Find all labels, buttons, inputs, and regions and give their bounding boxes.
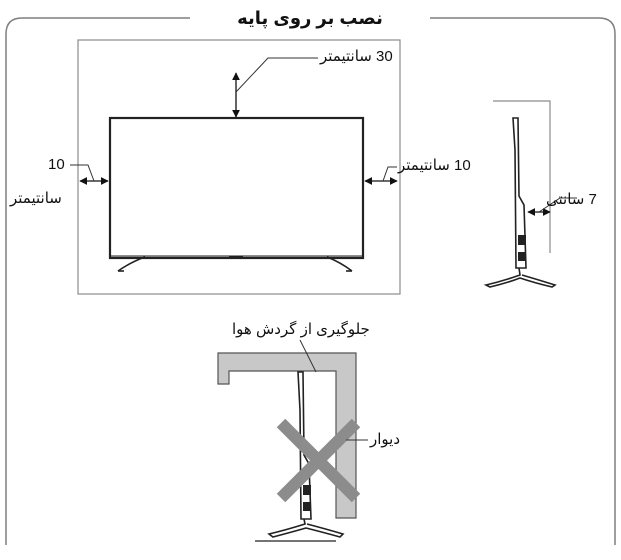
tv-side-view-enclosed — [267, 371, 345, 538]
leader-airflow — [299, 339, 317, 373]
left-clearance-unit: سانتیمتر — [10, 190, 62, 207]
airflow-blocked-label: جلوگیری از گردش هوا — [232, 321, 370, 338]
tv-front-view — [108, 116, 365, 260]
top-clearance-label: 30 سانتیمتر — [320, 48, 393, 65]
page-title: نصب بر روی پایه — [237, 8, 383, 28]
tv-side-view — [483, 117, 557, 288]
leader-side — [538, 197, 577, 213]
leader-right — [382, 166, 397, 182]
side-clearance-frame — [493, 100, 551, 253]
front-clearance-frame — [77, 39, 401, 295]
outer-frame — [5, 17, 616, 545]
leader-top — [235, 57, 318, 93]
side-clearance-label: 7 سانتی — [546, 191, 597, 208]
right-clearance-label: 10 سانتیمتر — [398, 157, 471, 174]
left-clearance-value: 10 — [48, 156, 65, 173]
wall-enclosure — [217, 352, 357, 519]
tv-stand-icon — [117, 256, 353, 272]
leader-left — [70, 164, 95, 182]
wall-label: دیوار — [370, 431, 401, 448]
prohibited-cross-icon — [276, 418, 361, 503]
